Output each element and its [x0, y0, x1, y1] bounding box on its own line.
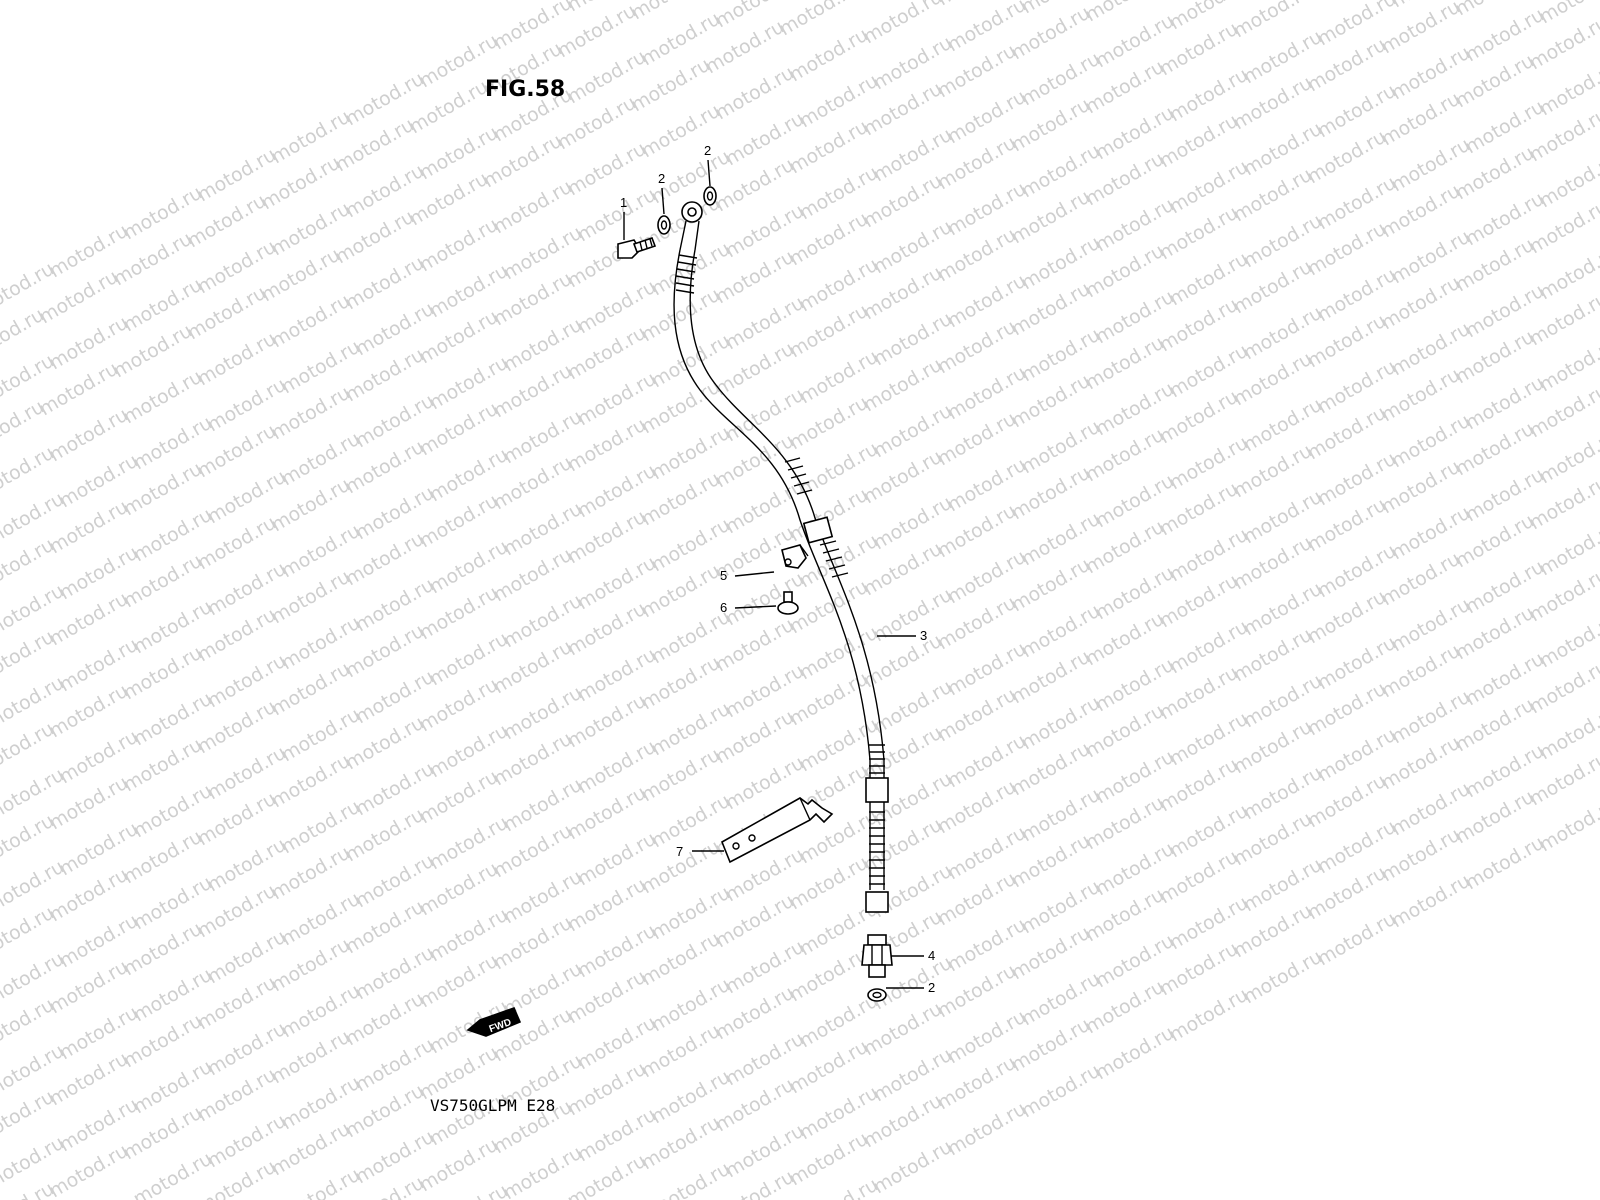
clamp-screw	[777, 591, 799, 615]
hose-spring-bottom	[865, 744, 889, 913]
callout-6: 6	[720, 600, 727, 615]
brake-hose	[673, 201, 889, 913]
hose-bracket	[720, 797, 834, 864]
hex-nut-fitting	[861, 934, 893, 978]
callout-1: 1	[620, 195, 627, 210]
union-bolt	[617, 236, 657, 259]
callout-2-top-left: 2	[658, 171, 665, 186]
washer-bottom	[867, 988, 887, 1002]
callout-5: 5	[720, 568, 727, 583]
callout-2-bottom: 2	[928, 980, 935, 995]
figure-title: FIG.58	[485, 77, 565, 102]
hose-clamp	[781, 544, 809, 569]
washer-top-right	[703, 186, 717, 206]
callout-4: 4	[928, 948, 935, 963]
hose-spring-middle	[784, 457, 849, 578]
hose-spring-top	[675, 254, 698, 294]
leader-lines	[623, 159, 924, 989]
washer-top-left	[657, 215, 671, 235]
model-code: VS750GLPM E28	[430, 1096, 555, 1115]
callout-7: 7	[676, 844, 683, 859]
callout-2-top-right: 2	[704, 143, 711, 158]
callout-3: 3	[920, 628, 927, 643]
